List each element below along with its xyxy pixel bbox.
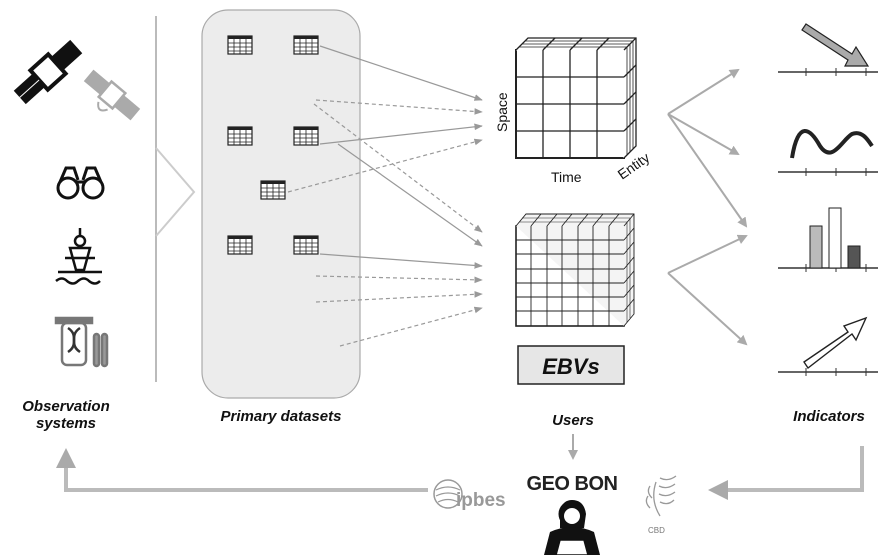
ipbes-text: ipbes [456, 490, 506, 511]
cube-axis-space: Space [494, 92, 510, 132]
cbd-text: CBD [648, 526, 665, 535]
primary-datasets-panel [201, 9, 361, 399]
dataset-table-icon [293, 35, 319, 55]
users-label: Users [552, 412, 594, 429]
indicator-trend-down [778, 23, 878, 76]
dataset-table-icon [227, 35, 253, 55]
ebvs-label: EBVs [542, 354, 599, 379]
geobon-text: GEO BON [527, 473, 618, 495]
ipbes-logo: ipbes [433, 479, 506, 511]
indicator-trend-up [778, 316, 878, 376]
dataset-table-icon [293, 126, 319, 146]
dataset-arrows [287, 45, 483, 347]
ebv-cube-icon [515, 213, 635, 327]
up-arrow-icon [803, 316, 868, 370]
cbd-logo: CBD [645, 475, 677, 535]
binoculars-icon [56, 166, 105, 200]
dataset-table-icon [260, 180, 286, 200]
indicator-bar-chart [778, 207, 878, 272]
wave-line-icon [790, 129, 874, 159]
observation-label-line2: systems [35, 415, 97, 432]
ocean-buoy-icon [55, 228, 102, 285]
ebvs-box [517, 345, 625, 385]
chevron-right-icon [155, 147, 196, 237]
user-laptop-icon [544, 500, 600, 555]
dataset-table-icon [293, 235, 319, 255]
down-arrow-icon [801, 23, 870, 67]
indicator-arrows [667, 68, 748, 346]
indicator-line-chart [778, 129, 878, 176]
satellite-black-icon [13, 39, 83, 105]
geobon-logo: GEO BON [527, 473, 619, 495]
observation-systems [13, 39, 141, 368]
ebv-cube-icon [515, 37, 637, 159]
primary-datasets-label: Primary datasets [220, 408, 342, 425]
dna-test-tube-icon [54, 316, 109, 368]
dataset-table-icon [227, 235, 253, 255]
dataset-table-icon [227, 126, 253, 146]
indicators-label: Indicators [793, 408, 865, 425]
satellite-gray-icon [83, 69, 141, 121]
observation-label-line1: Observation [22, 398, 110, 415]
feedback-arrows [56, 446, 864, 500]
observation-systems-label: Observation systems [2, 398, 130, 432]
cube-axis-time: Time [551, 169, 582, 185]
